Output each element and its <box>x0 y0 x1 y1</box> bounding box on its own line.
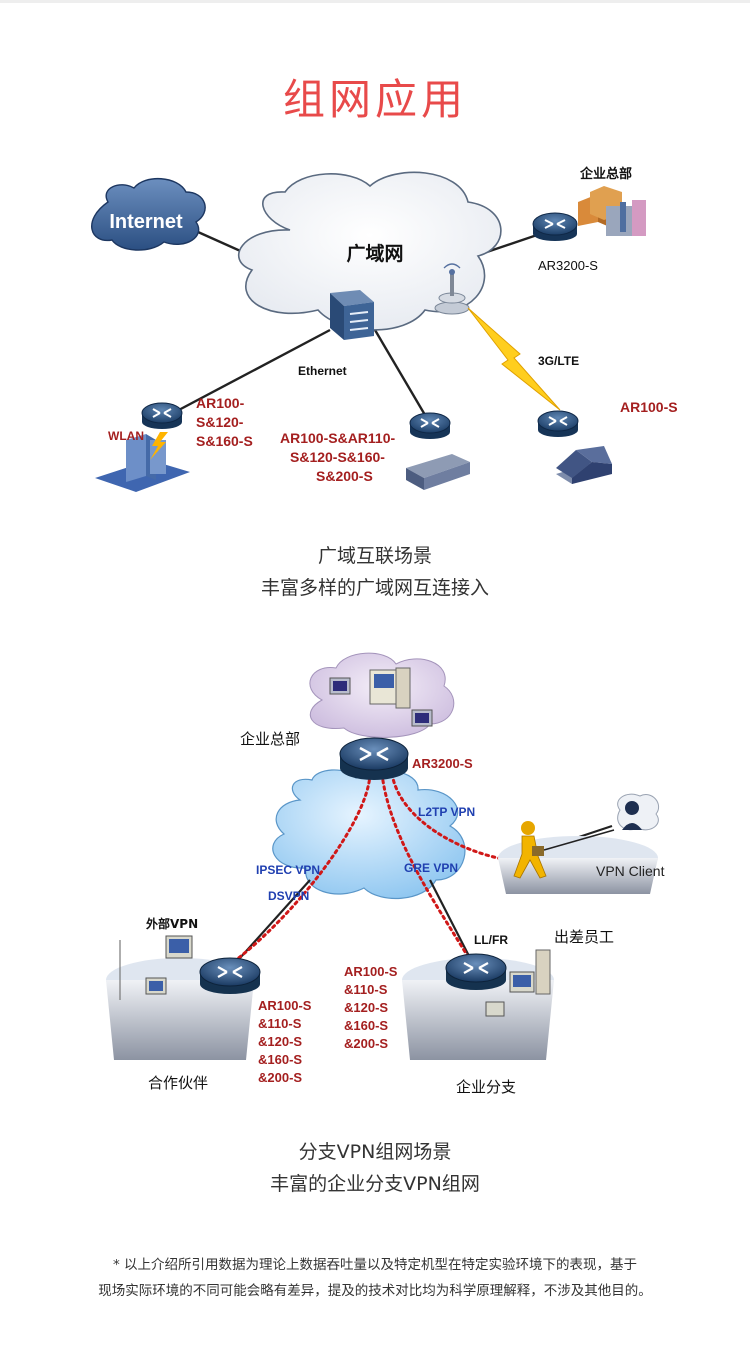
wan-caption-subtitle: 丰富多样的广域网互连接入 <box>260 577 489 599</box>
branch-router-label-5: &200-S <box>344 1036 388 1051</box>
internet-cloud-shape <box>91 177 206 251</box>
partner-router-label-1: AR100-S <box>258 998 312 1013</box>
hq-computers-icon <box>329 667 433 727</box>
partner-label: 合作伙伴 <box>148 1074 208 1092</box>
left-router-label-2: S&120- <box>196 414 244 430</box>
left-router-label-1: AR100- <box>196 395 245 411</box>
hq-router-icon <box>532 212 578 241</box>
walking-person-icon <box>513 821 615 879</box>
l2tp-tunnel <box>390 772 510 862</box>
center-router-label-2: S&120-S&160- <box>290 449 385 465</box>
vpn-caption-subtitle: 丰富的企业分支VPN组网 <box>270 1173 480 1195</box>
vpn-caption-title: 分支VPN组网场景 <box>298 1141 452 1163</box>
vpn-client-label: VPN Client <box>596 863 665 879</box>
gre-label: GRE VPN <box>404 861 458 875</box>
branch-router-label-3: &120-S <box>344 1000 388 1015</box>
wan-cloud-shape <box>238 171 502 331</box>
branch-router-label-4: &160-S <box>344 1018 388 1033</box>
travel-staff-label: 出差员工 <box>554 928 614 946</box>
lightning-bolt-icon <box>467 307 561 411</box>
wan-caption: 广域互联场景 丰富多样的广域网互连接入 <box>0 540 750 604</box>
page-title: 组网应用 <box>282 75 467 124</box>
branch-router-icon <box>445 953 507 990</box>
partner-router-icon <box>199 957 261 994</box>
partner-island-icon <box>106 935 254 1060</box>
wan-diagram: 广域网 Internet 3G/LTE Ethernet AR3200-S 企业… <box>91 166 678 492</box>
ipsec-label: IPSEC VPN <box>256 863 320 877</box>
wan-cloud-label: 广域网 <box>346 242 403 265</box>
hq-label: 企业总部 <box>579 166 632 182</box>
l2tp-label: L2TP VPN <box>418 805 475 819</box>
gre-tunnel <box>380 772 472 962</box>
center-router-link <box>373 329 427 416</box>
wlan-label: WLAN <box>108 429 144 443</box>
partner-router-label-2: &110-S <box>258 1016 302 1031</box>
vpn-diagram: 企业总部 AR3200-S L2TP VPN IPSEC VPN DSVPN G… <box>106 652 665 1096</box>
center-router-label-3: S&200-S <box>316 468 373 484</box>
vpn-hq-label: 企业总部 <box>240 730 300 748</box>
right-router-icon <box>537 410 579 437</box>
wlan-signal-icon <box>150 432 168 460</box>
hq-buildings-icon <box>578 186 646 236</box>
office-building-icon <box>406 450 470 490</box>
branch-router-label-2: &110-S <box>344 982 388 997</box>
external-vpn-label: 外部VPN <box>146 916 198 931</box>
left-router-label-3: S&160-S <box>196 433 253 449</box>
vpn-caption: 分支VPN组网场景 丰富的企业分支VPN组网 <box>0 1136 750 1200</box>
ethernet-label: Ethernet <box>298 364 347 378</box>
base-station-icon <box>434 263 470 315</box>
top-divider <box>0 0 750 3</box>
house-icon <box>556 446 612 484</box>
footnote-line-2: 现场实际环境的不同可能会略有差异，提及的技术对比均为科学原理解释，不涉及其他目的… <box>98 1283 652 1299</box>
center-router-label-1: AR100-S&AR110- <box>280 430 395 446</box>
footnote: * 以上介绍所引用数据为理论上数据吞吐量以及特定机型在特定实验环境下的表现，基于… <box>30 1252 720 1304</box>
right-router-label: AR100-S <box>620 399 678 415</box>
partner-router-label-3: &120-S <box>258 1034 302 1049</box>
3g-lte-label: 3G/LTE <box>538 354 579 368</box>
llfr-label: LL/FR <box>474 933 508 947</box>
vpn-tunnels <box>234 772 510 962</box>
internet-label: Internet <box>109 211 183 233</box>
wan-caption-title: 广域互联场景 <box>317 545 432 567</box>
dsvpn-label: DSVPN <box>268 889 309 903</box>
left-router-icon <box>141 402 183 429</box>
vpn-hq-router-label: AR3200-S <box>412 756 473 771</box>
footnote-line-1: * 以上介绍所引用数据为理论上数据吞吐量以及特定机型在特定实验环境下的表现，基于 <box>112 1257 638 1273</box>
hq-router-label: AR3200-S <box>538 258 598 273</box>
left-router-link <box>174 328 331 414</box>
center-router-icon <box>409 412 451 439</box>
firewall-icon <box>330 290 374 340</box>
branch-label: 企业分支 <box>456 1078 516 1096</box>
partner-router-label-5: &200-S <box>258 1070 302 1085</box>
partner-router-label-4: &160-S <box>258 1052 302 1067</box>
ipsec-tunnel <box>234 772 372 962</box>
branch-router-label-1: AR100-S <box>344 964 398 979</box>
vpn-hq-router-icon <box>339 737 409 780</box>
